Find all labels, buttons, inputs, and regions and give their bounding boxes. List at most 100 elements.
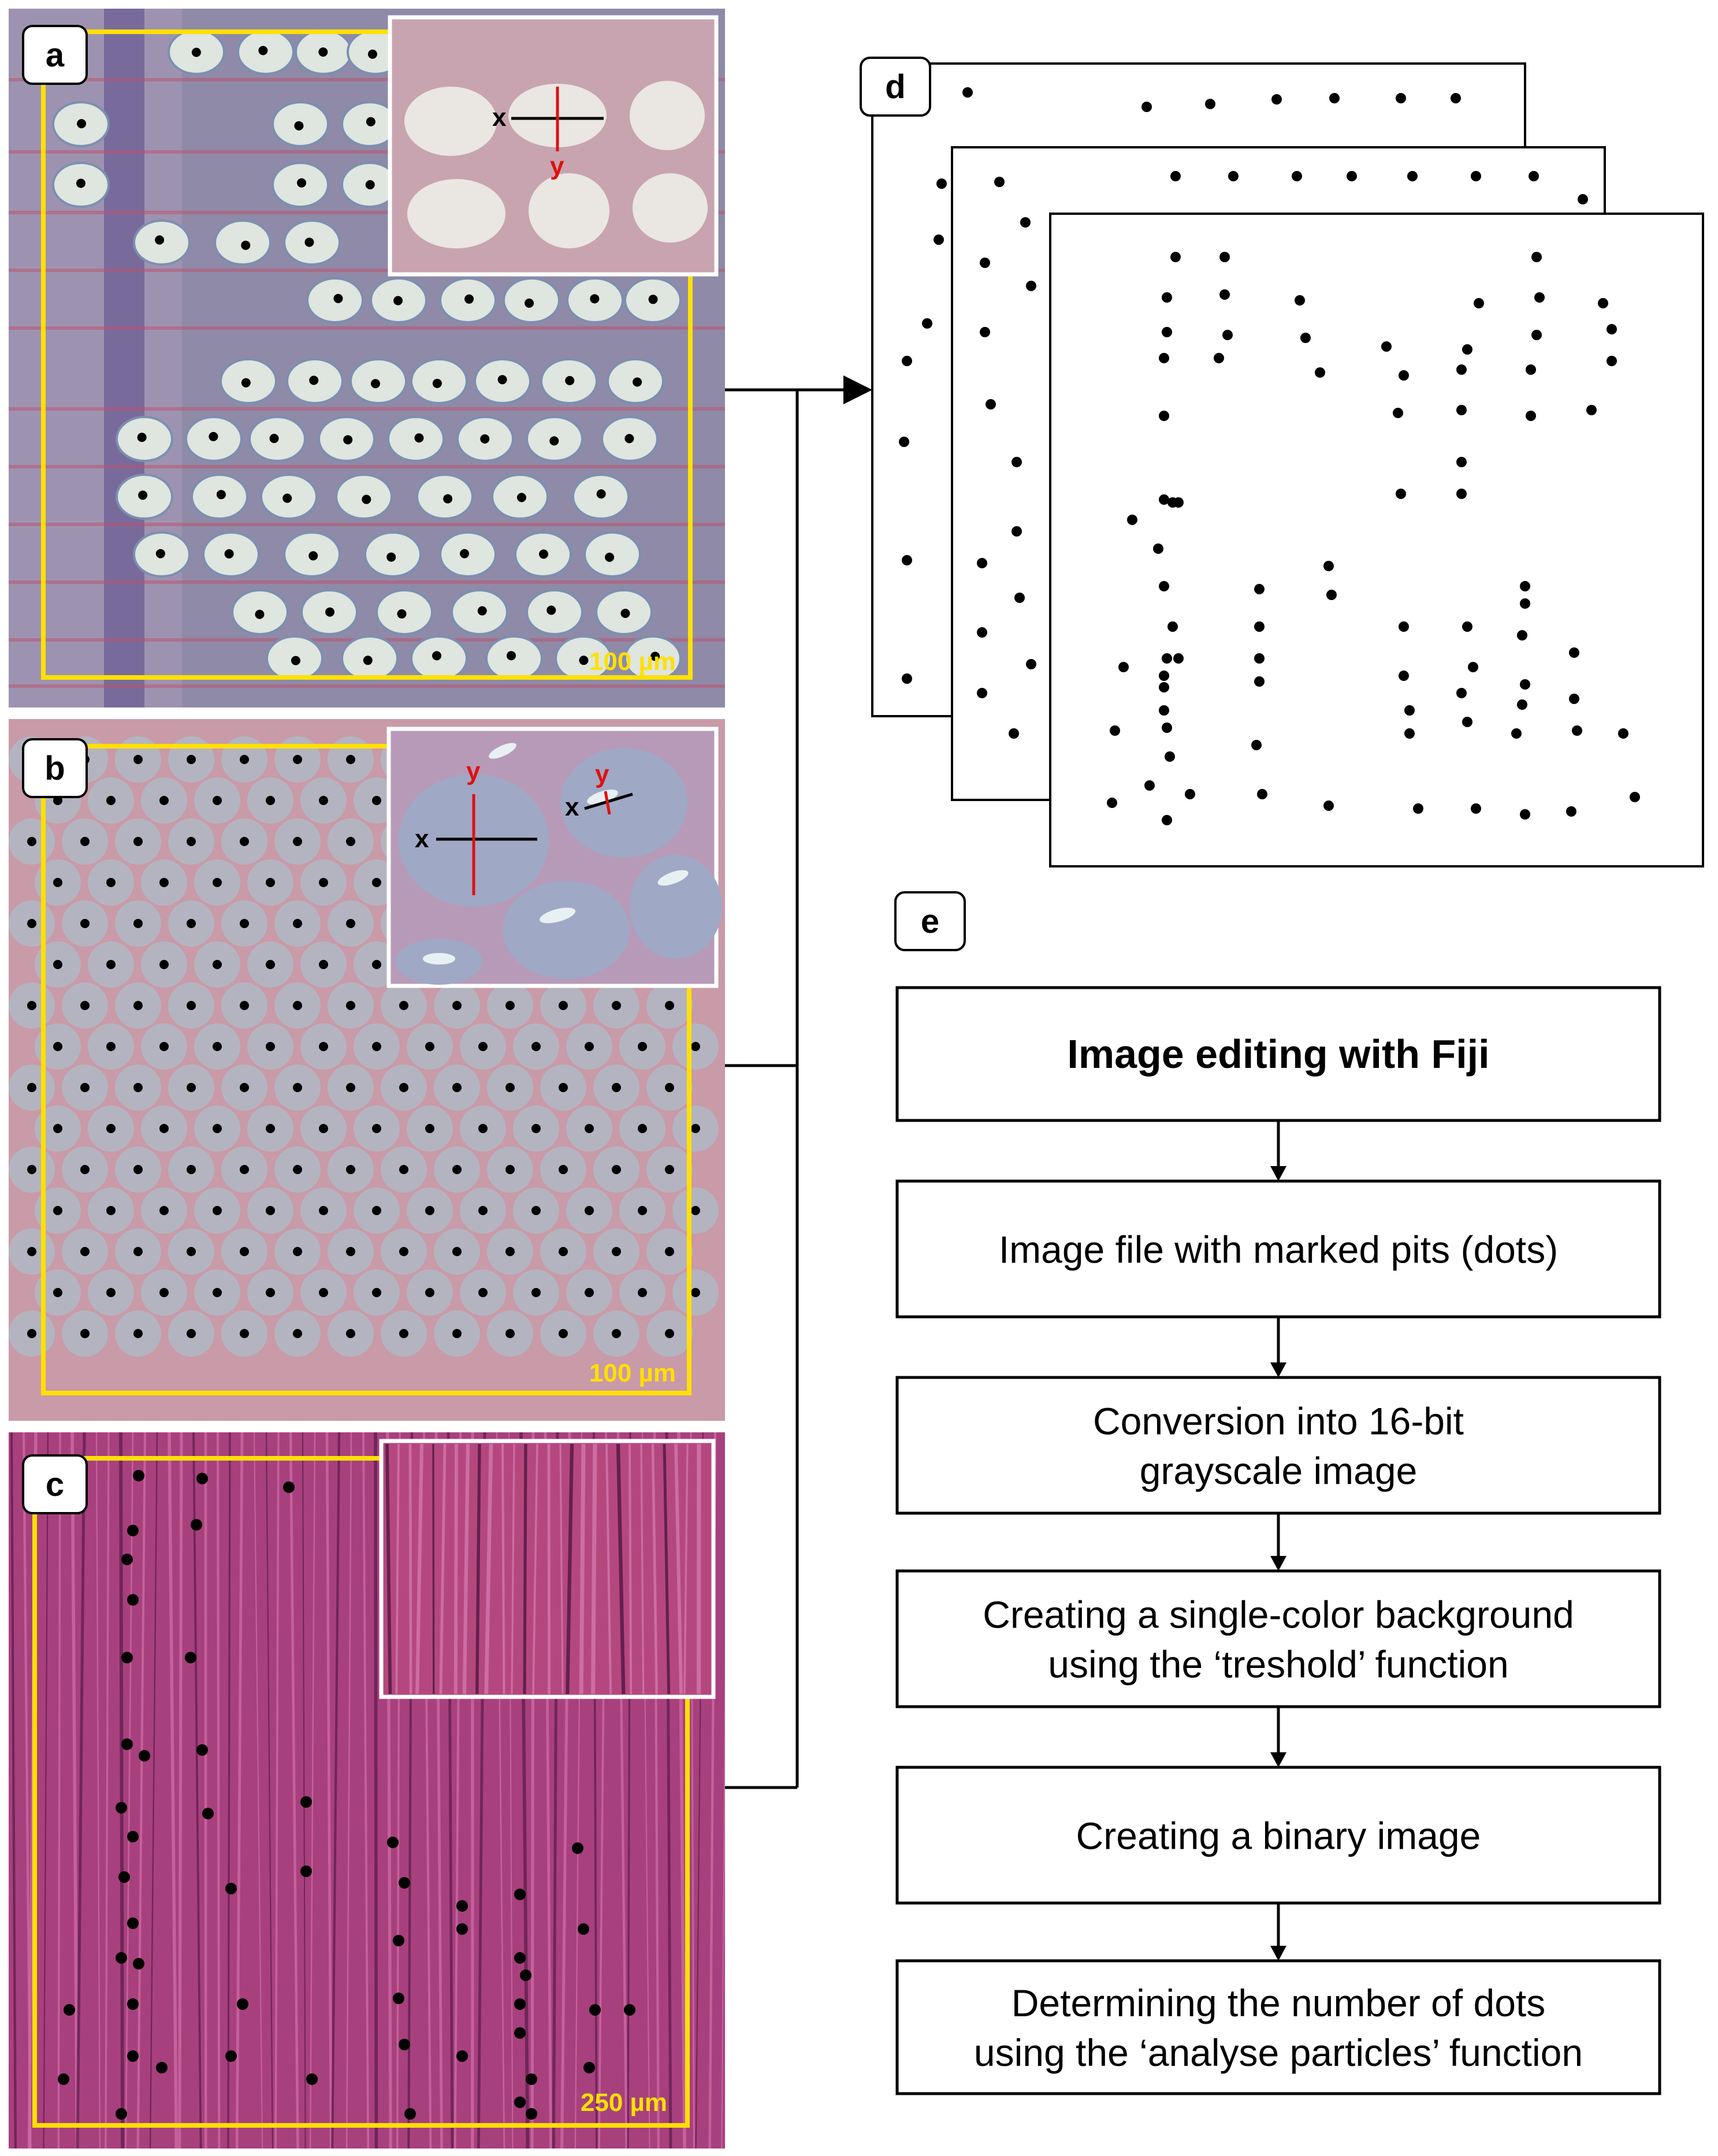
pit-dot bbox=[393, 1993, 404, 2004]
inset-b-y-label: y bbox=[466, 757, 481, 785]
pit-dot bbox=[319, 796, 328, 805]
pit-dot bbox=[133, 1470, 144, 1481]
pit-dot bbox=[393, 1935, 404, 1946]
marked-dot bbox=[1026, 281, 1036, 291]
pit-dot bbox=[187, 837, 196, 846]
pit-dot bbox=[80, 919, 90, 928]
pit-dot bbox=[293, 755, 302, 764]
marked-dot bbox=[1170, 252, 1181, 262]
pit-dot bbox=[387, 1837, 399, 1848]
marked-dot bbox=[1586, 405, 1597, 415]
marked-dot bbox=[1162, 327, 1172, 337]
pit-dot bbox=[106, 878, 116, 887]
pit-dot bbox=[585, 1042, 594, 1051]
pit-dot bbox=[213, 1288, 222, 1297]
pit-dot bbox=[116, 1802, 127, 1814]
pit-dot bbox=[133, 1329, 143, 1338]
marked-dot bbox=[1381, 341, 1392, 352]
pit-dot bbox=[633, 377, 642, 387]
marked-dot bbox=[1162, 723, 1172, 733]
pit-dot bbox=[209, 431, 218, 441]
pit-dot bbox=[526, 2108, 537, 2120]
pit-dot bbox=[559, 1001, 568, 1010]
pit-dot bbox=[187, 1001, 196, 1010]
marked-dot bbox=[902, 356, 912, 366]
pit-dot bbox=[121, 1738, 133, 1750]
pit-dot bbox=[156, 2062, 168, 2073]
inset-b-x2-label: x bbox=[565, 793, 579, 821]
marked-dot bbox=[1471, 803, 1481, 814]
panel-b-scale-label: 100 µm bbox=[589, 1359, 676, 1387]
flow-arrowhead bbox=[1270, 1946, 1286, 1961]
marked-dot bbox=[1254, 676, 1265, 687]
pit-dot bbox=[456, 2050, 468, 2062]
pit-dot bbox=[300, 1796, 312, 1808]
pit-dot bbox=[27, 1247, 36, 1256]
pit-dot bbox=[133, 1083, 143, 1092]
pit-dot bbox=[665, 1165, 674, 1174]
panel-b: x y x y b 100 µm bbox=[9, 719, 725, 1421]
pit-dot bbox=[399, 1877, 410, 1889]
pit-dot bbox=[397, 609, 407, 619]
pit-dot bbox=[159, 960, 169, 969]
inset-b-y2-label: y bbox=[595, 760, 609, 788]
marked-dot bbox=[1474, 298, 1484, 308]
pit-dot bbox=[237, 1998, 248, 2010]
pit-dot bbox=[266, 878, 275, 887]
pit-dot bbox=[691, 1042, 700, 1051]
pit-dot bbox=[506, 651, 516, 661]
panel-e-label-box: e bbox=[894, 891, 966, 951]
pit-dot bbox=[127, 1917, 139, 1929]
pit-dot bbox=[319, 1124, 328, 1133]
pit-dot bbox=[27, 1165, 36, 1174]
flow-step-box bbox=[895, 1766, 1661, 1905]
marked-dot bbox=[1214, 353, 1224, 363]
pit-dot bbox=[425, 1042, 434, 1051]
flow-step-text: Determining the number of dots bbox=[1012, 1982, 1545, 2024]
marked-dot bbox=[1254, 621, 1265, 632]
pit-dot bbox=[27, 1001, 36, 1010]
panel-d-layer-2-dots bbox=[977, 171, 1588, 739]
flow-step-text: Conversion into 16-bit bbox=[1093, 1400, 1464, 1443]
flow-step-text: Image editing with Fiji bbox=[1067, 1032, 1489, 1077]
marked-dot bbox=[1271, 94, 1282, 105]
pit-dot bbox=[80, 1165, 90, 1174]
pit-dot bbox=[526, 2073, 537, 2085]
pit-dot bbox=[346, 1329, 355, 1338]
pit-dot bbox=[366, 117, 375, 126]
marked-dot bbox=[1315, 367, 1325, 378]
pit-dot bbox=[572, 1842, 583, 1854]
pit-dot bbox=[53, 960, 62, 969]
flow-step: Image file with marked pits (dots) bbox=[895, 1179, 1661, 1319]
pit-dot bbox=[372, 878, 381, 887]
pit-dot bbox=[579, 656, 589, 665]
pit-dot bbox=[293, 1247, 302, 1256]
svg-text:a: a bbox=[46, 36, 65, 74]
pit-dot bbox=[432, 651, 442, 661]
panel-b-inset: x y x y bbox=[386, 727, 722, 988]
pit-dot bbox=[589, 2004, 601, 2016]
pit-dot bbox=[80, 1083, 90, 1092]
flow-step-box bbox=[895, 1569, 1661, 1708]
marked-dot bbox=[1127, 515, 1137, 525]
marked-dot bbox=[1517, 630, 1527, 641]
pit-dot bbox=[53, 1124, 62, 1133]
marked-dot bbox=[1020, 217, 1031, 228]
marked-dot bbox=[1159, 671, 1169, 681]
marked-dot bbox=[1396, 93, 1406, 103]
pit-dot bbox=[477, 606, 487, 616]
pit-dot bbox=[559, 1165, 568, 1174]
pit-dot bbox=[213, 878, 222, 887]
pit-dot bbox=[346, 1083, 355, 1092]
flow-step: Image editing with Fiji bbox=[895, 986, 1661, 1122]
pit-dot bbox=[367, 49, 377, 59]
marked-dot bbox=[1219, 252, 1230, 262]
pit-dot bbox=[612, 1001, 621, 1010]
pit-dot bbox=[638, 1206, 647, 1215]
marked-dot bbox=[1456, 688, 1467, 698]
pit-dot bbox=[258, 46, 268, 55]
pit-dot bbox=[372, 960, 381, 969]
marked-dot bbox=[1520, 809, 1530, 820]
flow-step-text: using the ‘treshold’ function bbox=[1048, 1643, 1508, 1686]
panel-c-count-frame bbox=[32, 1456, 690, 2128]
